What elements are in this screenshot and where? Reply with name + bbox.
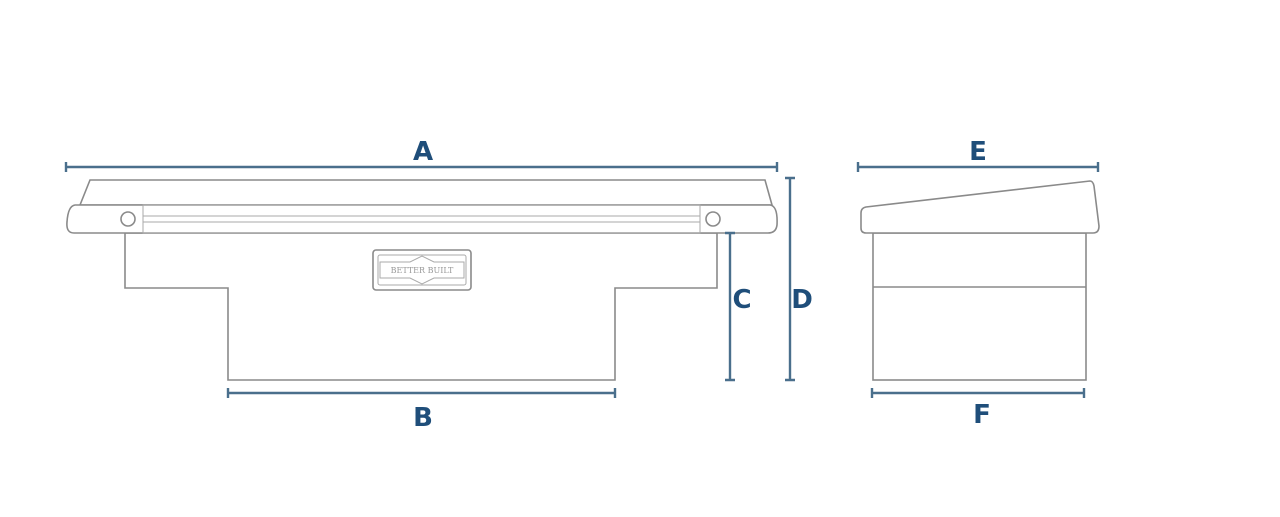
lid-band (66, 204, 778, 234)
dimension-c-line (725, 231, 735, 382)
dimension-e-line (856, 162, 1100, 172)
dimension-c-label: C (732, 285, 751, 315)
lid-rail (142, 204, 701, 234)
dimension-a-line (64, 162, 779, 172)
dimension-f-line (870, 388, 1086, 398)
side-lid (860, 180, 1100, 234)
lock-icon (120, 211, 136, 227)
svg-text:BETTER BUILT: BETTER BUILT (391, 266, 454, 275)
dimension-d-label: D (791, 285, 813, 315)
side-view (860, 180, 1100, 381)
front-view: BETTER BUILT (66, 179, 778, 381)
brand-logo: BETTER BUILT (372, 249, 472, 291)
dimension-d-line (785, 176, 795, 382)
lock-icon (705, 211, 721, 227)
dimension-f-label: F (973, 400, 991, 430)
dimensions: A B C D E F (64, 137, 1100, 433)
toolbox-body (124, 232, 718, 381)
dimension-e-label: E (969, 137, 987, 167)
dimension-b-line (226, 388, 617, 398)
dimension-b-label: B (413, 403, 433, 433)
dimension-a-label: A (413, 137, 433, 167)
lid-top (78, 179, 774, 206)
side-body (872, 232, 1087, 381)
